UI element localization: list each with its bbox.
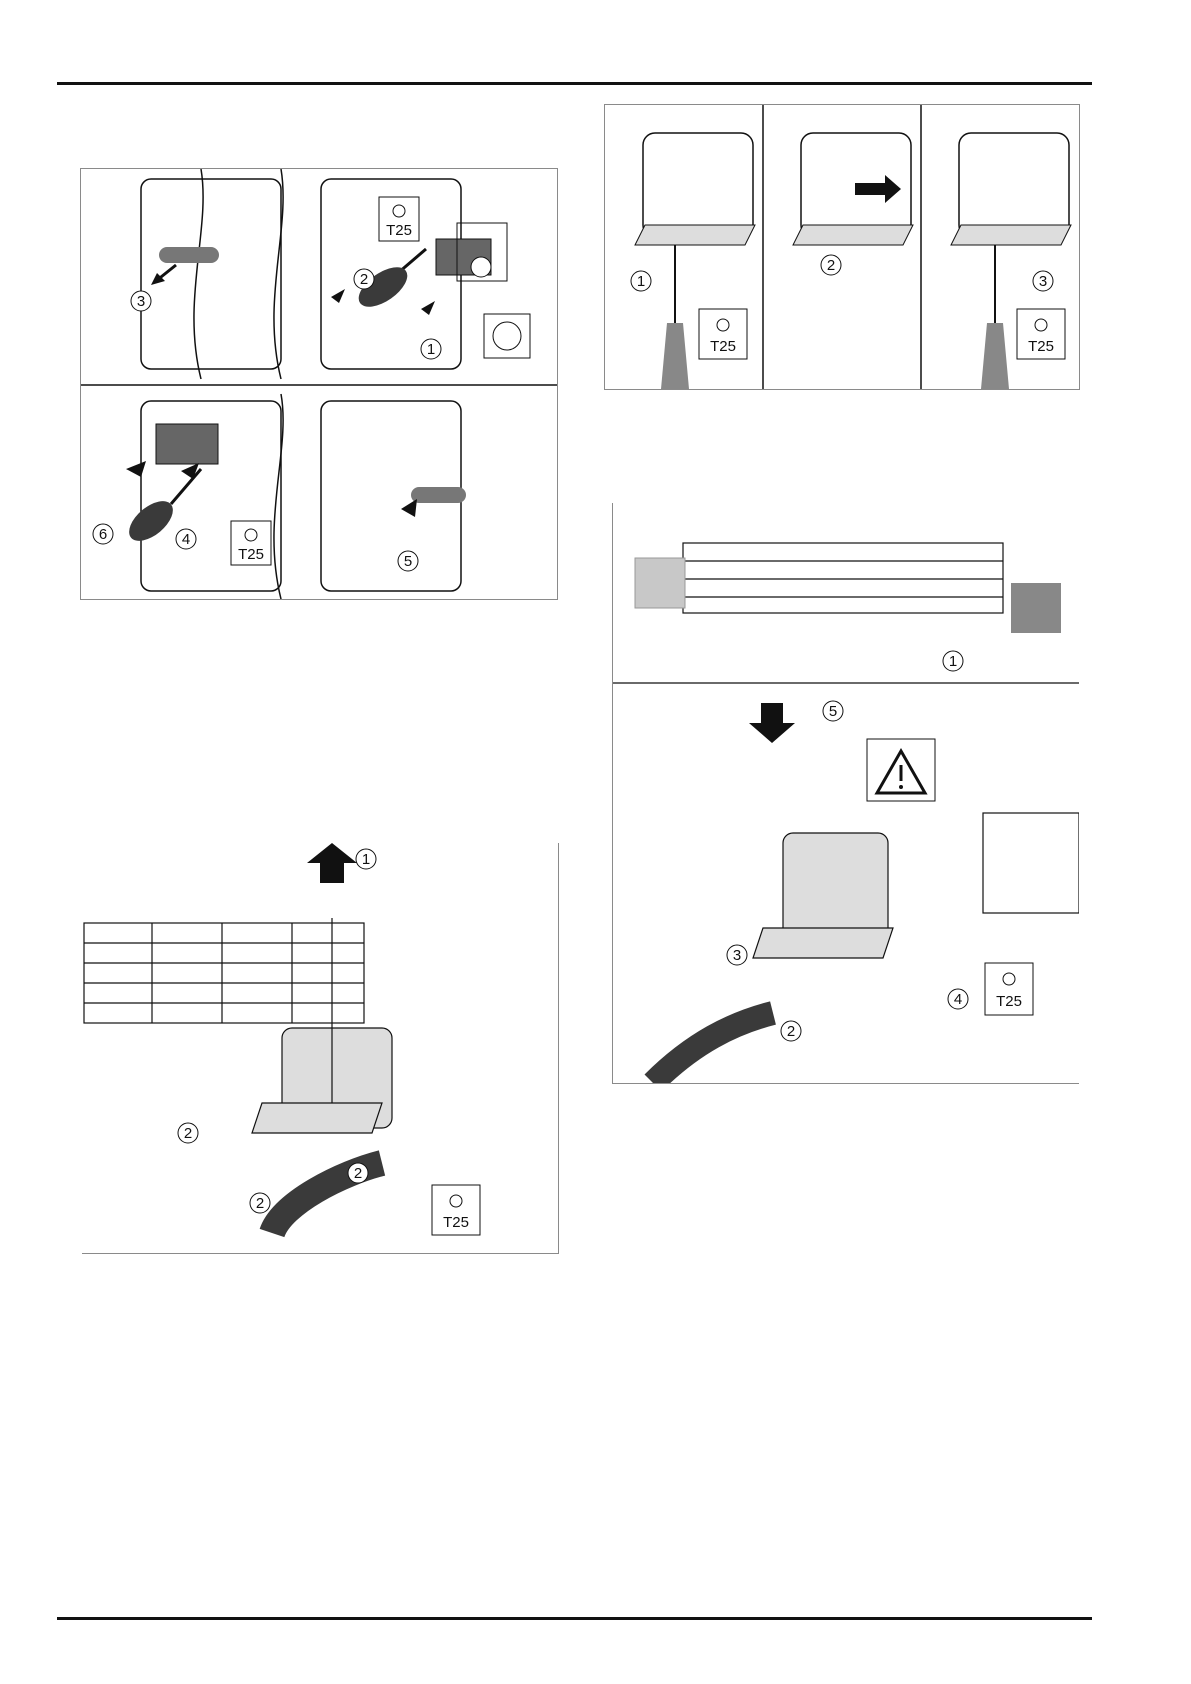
step-4-label: 4 [176,529,196,549]
svg-text:3: 3 [733,947,741,964]
step-2-label: 2 [348,1163,368,1183]
svg-text:T25: T25 [238,546,264,563]
step-5-label: 5 [823,701,843,721]
step-4-label: 4 [948,989,968,1009]
torx-bit-box: T25 [231,521,271,565]
svg-text:5: 5 [404,553,412,570]
svg-text:2: 2 [360,271,368,288]
step-1-label: 1 [356,849,376,869]
step-1-label: 1 [631,271,651,291]
top-rule [57,82,1092,85]
step-1-label: 1 [943,651,963,671]
figure-hinge-pin-rotation: 1 2 3 T25 T25 [604,104,1080,390]
step-1-label: 1 [421,339,441,359]
svg-text:2: 2 [827,257,835,274]
svg-text:1: 1 [362,851,370,868]
svg-text:T25: T25 [710,338,736,355]
torx-bit-box: T25 [1017,309,1065,359]
torx-bit-box: T25 [985,963,1033,1015]
step-3-label: 3 [1033,271,1053,291]
figure-hinge-reinstall: 1 5 3 4 2 T25 [612,503,1079,1084]
torx-bit-box: T25 [379,197,419,241]
step-2-label: 2 [250,1193,270,1213]
step-6-label: 6 [93,524,113,544]
svg-text:4: 4 [182,531,190,548]
svg-text:4: 4 [954,991,962,1008]
step-2-label: 2 [354,269,374,289]
svg-text:2: 2 [787,1023,795,1040]
torx-bit-box: T25 [699,309,747,359]
svg-text:6: 6 [99,526,107,543]
step-5-label: 5 [398,551,418,571]
svg-text:5: 5 [829,703,837,720]
svg-text:3: 3 [1039,273,1047,290]
magnifier-box [484,314,530,358]
step-2-label: 2 [178,1123,198,1143]
step-3-label: 3 [727,945,747,965]
step-2-label: 2 [781,1021,801,1041]
torx-bit-box: T25 [432,1185,480,1235]
svg-text:1: 1 [427,341,435,358]
svg-text:1: 1 [637,273,645,290]
svg-text:1: 1 [949,653,957,670]
figure-door-hinge-cover: 3 2 1 T25 6 4 T25 [80,168,558,600]
svg-text:T25: T25 [996,993,1022,1010]
step-2-label: 2 [821,255,841,275]
svg-text:T25: T25 [386,222,412,239]
step-3-label: 3 [131,291,151,311]
svg-text:3: 3 [137,293,145,310]
svg-text:2: 2 [184,1125,192,1142]
svg-text:2: 2 [354,1165,362,1182]
bottom-rule [57,1617,1092,1620]
svg-text:T25: T25 [1028,338,1054,355]
warning-box [867,739,935,801]
svg-text:T25: T25 [443,1214,469,1231]
figure-lower-hinge-removal: 1 2 2 2 T25 [82,843,559,1254]
svg-text:2: 2 [256,1195,264,1212]
